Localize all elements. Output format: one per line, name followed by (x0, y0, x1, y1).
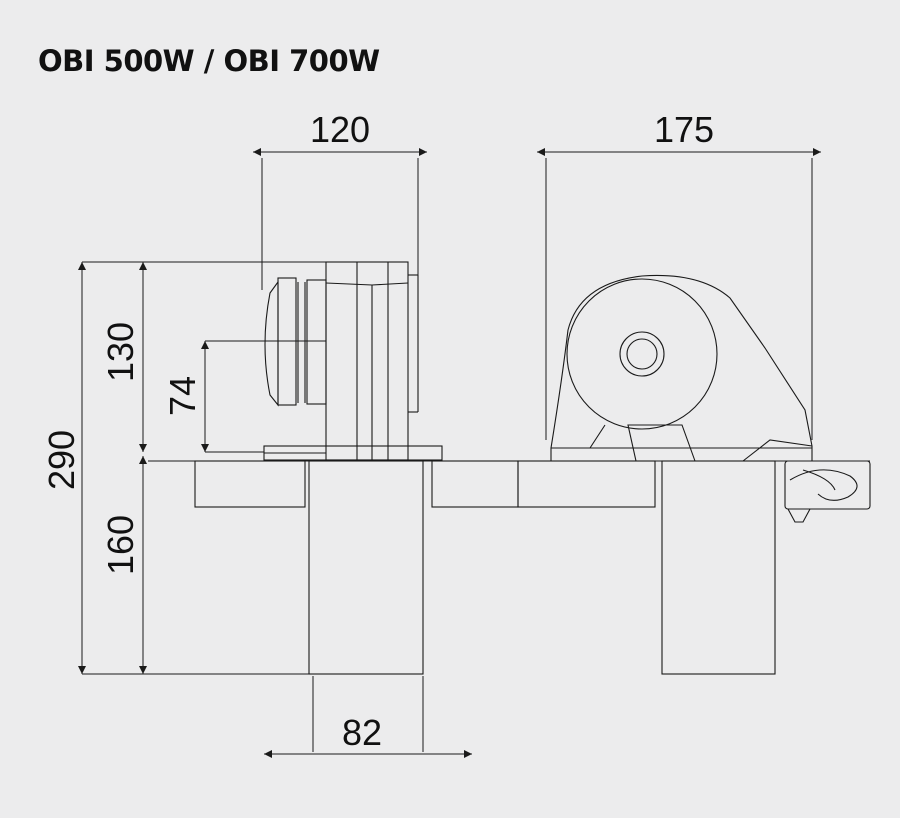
dimension-175: 175 (537, 109, 821, 440)
dimension-label-290: 290 (41, 430, 82, 490)
dimension-74: 74 (162, 340, 326, 453)
page-title: OBI 500W / OBI 700W (38, 44, 380, 78)
dimension-82: 82 (264, 676, 472, 758)
dimension-label-74: 74 (162, 376, 203, 416)
dimension-290: 290 (41, 261, 326, 675)
dimension-label-82: 82 (342, 712, 382, 753)
dimension-130: 130 (100, 262, 147, 452)
dimension-label-130: 130 (100, 322, 141, 382)
winch-outline (148, 261, 871, 675)
dimension-160: 160 (100, 456, 147, 674)
dimension-label-160: 160 (100, 515, 141, 575)
dimension-label-175: 175 (654, 109, 714, 150)
dimension-120: 120 (253, 109, 427, 290)
dimension-label-120: 120 (310, 109, 370, 150)
